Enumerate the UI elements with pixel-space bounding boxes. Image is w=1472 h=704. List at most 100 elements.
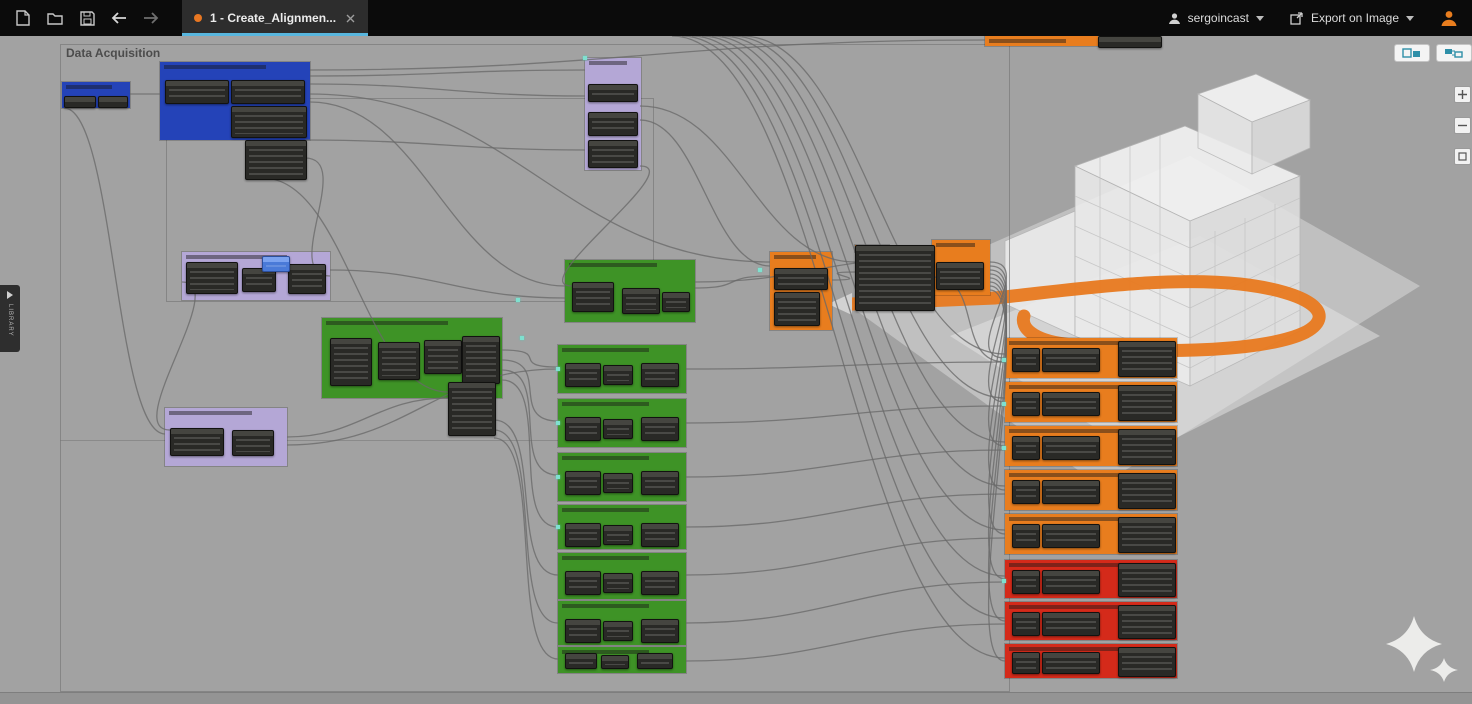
graph-node[interactable] [424,340,462,374]
graph-node[interactable] [165,80,229,104]
graph-node[interactable] [262,256,290,272]
graph-node[interactable] [1118,385,1176,421]
open-file-icon[interactable] [46,9,64,27]
canvas-view-buttons [1394,44,1472,62]
save-icon[interactable] [78,9,96,27]
plus-icon [1458,90,1467,99]
graph-node[interactable] [622,288,660,314]
graph-node[interactable] [1042,480,1100,504]
graph-node[interactable] [170,428,224,456]
workspace-canvas[interactable]: Data Acquisition [0,36,1472,692]
graph-node[interactable] [641,363,679,387]
graph-node[interactable] [1042,524,1100,548]
graph-node[interactable] [572,282,614,312]
account-avatar-icon[interactable] [1440,9,1458,27]
graph-node[interactable] [774,268,828,290]
chevron-down-icon [1256,16,1264,21]
graph-node[interactable] [1118,563,1176,597]
graph-node[interactable] [231,106,307,138]
tab-create-alignment[interactable]: 1 - Create_Alignmen... [182,0,368,36]
graph-node[interactable] [378,342,420,380]
graph-node[interactable] [936,262,984,290]
undo-back-icon[interactable] [110,9,128,27]
export-menu-label: Export on Image [1311,11,1399,25]
library-panel-toggle[interactable]: LIBRARY [0,285,20,352]
graph-node[interactable] [588,84,638,102]
user-menu[interactable]: sergoincast [1168,11,1264,25]
graph-node[interactable] [603,621,633,641]
graph-node[interactable] [1118,429,1176,465]
graph-node[interactable] [637,653,673,669]
graph-node[interactable] [1042,612,1100,636]
graph-node[interactable] [1042,652,1100,674]
zoom-in-button[interactable] [1454,86,1471,103]
graph-node[interactable] [565,363,601,387]
graph-node[interactable] [641,571,679,595]
graph-node[interactable] [565,619,601,643]
graph-node[interactable] [1118,647,1176,677]
graph-node[interactable] [565,571,601,595]
graph-node[interactable] [330,338,372,386]
graph-node[interactable] [565,523,601,547]
graph-node[interactable] [565,653,597,669]
zoom-out-button[interactable] [1454,117,1471,134]
graph-node[interactable] [1118,473,1176,509]
chevron-down-icon [1406,16,1414,21]
graph-node[interactable] [641,619,679,643]
background-3d-toggle-button[interactable] [1394,44,1430,62]
export-menu[interactable]: Export on Image [1290,11,1414,25]
graph-node[interactable] [603,525,633,545]
node-group[interactable] [985,36,1098,46]
graph-node[interactable] [641,417,679,441]
graph-node[interactable] [1118,517,1176,553]
graph-node[interactable] [1012,436,1040,460]
graph-node[interactable] [1042,570,1100,594]
graph-node[interactable] [774,292,820,326]
graph-node[interactable] [1042,348,1100,372]
graph-node[interactable] [603,365,633,385]
library-label: LIBRARY [7,304,13,337]
graph-node[interactable] [662,292,690,312]
graph-node[interactable] [288,264,326,294]
graph-node[interactable] [1012,652,1040,674]
graph-node[interactable] [1098,36,1162,48]
graph-node[interactable] [1012,348,1040,372]
graph-node[interactable] [1012,480,1040,504]
graph-node[interactable] [232,430,274,456]
graph-node[interactable] [245,140,307,180]
new-file-icon[interactable] [14,9,32,27]
graph-node[interactable] [231,80,305,104]
graph-node[interactable] [1012,570,1040,594]
graph-node[interactable] [462,336,500,384]
canvas-tools [1454,86,1471,165]
graph-node[interactable] [1012,612,1040,636]
graph-node[interactable] [1012,392,1040,416]
graph-node[interactable] [565,471,601,495]
graph-node[interactable] [1012,524,1040,548]
graph-node[interactable] [855,245,935,311]
redo-forward-icon[interactable] [142,9,160,27]
graph-node[interactable] [588,112,638,136]
graph-node[interactable] [1042,436,1100,460]
graph-node[interactable] [1118,605,1176,639]
graph-node[interactable] [186,262,238,294]
graph-node[interactable] [1042,392,1100,416]
graph-view-toggle-button[interactable] [1436,44,1472,62]
graph-node[interactable] [1118,341,1176,377]
graph-view-icon [1444,48,1464,58]
graph-node[interactable] [641,523,679,547]
flyout-arrow-icon [6,290,14,300]
zoom-fit-button[interactable] [1454,148,1471,165]
graph-node[interactable] [603,573,633,593]
graph-node[interactable] [448,382,496,436]
graph-node[interactable] [565,417,601,441]
graph-node[interactable] [64,96,96,108]
graph-node[interactable] [98,96,128,108]
graph-node[interactable] [588,140,638,168]
graph-node[interactable] [641,471,679,495]
graph-node[interactable] [601,655,629,669]
graph-node[interactable] [603,419,633,439]
file-actions [0,9,160,27]
tab-close-icon[interactable] [344,12,356,24]
graph-node[interactable] [603,473,633,493]
